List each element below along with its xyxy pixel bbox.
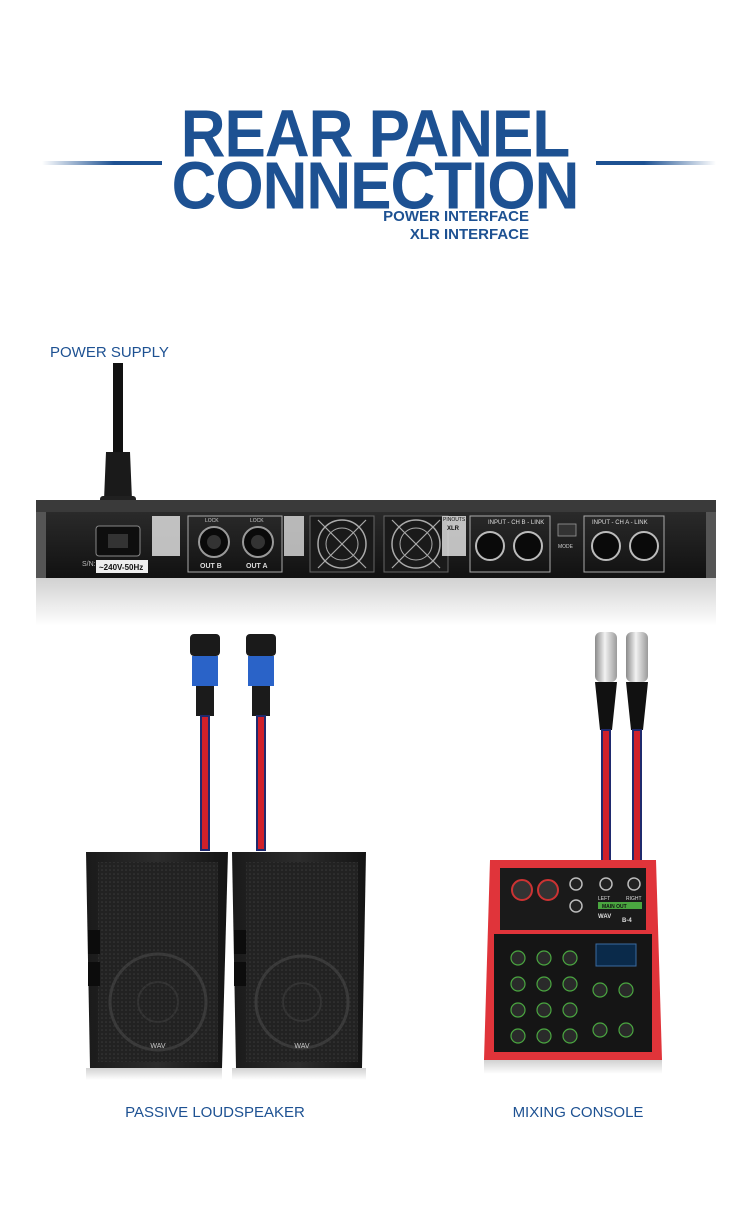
pinouts-label: PINOUTS	[443, 517, 466, 523]
mixing-console-label: MIXING CONSOLE	[512, 1104, 644, 1121]
mode-label: MODE	[558, 544, 574, 550]
console-knobs	[510, 950, 634, 1044]
xlr-input-ch-b: INPUT - CH B - LINK	[469, 515, 551, 573]
iec-power-inlet	[95, 525, 141, 557]
panel-reflection	[36, 578, 716, 626]
console-right-label: RIGHT	[626, 896, 642, 902]
xlr-label: XLR	[447, 526, 460, 532]
xlr-cable-2	[626, 632, 648, 867]
passive-loudspeaker-right: WAV	[232, 852, 366, 1080]
cooling-fan-2	[383, 515, 449, 573]
passive-loudspeaker-left: WAV	[86, 852, 228, 1080]
speaker-brand-right: WAV	[294, 1043, 309, 1050]
title-block: REAR PANEL CONNECTION POWER INTERFACE XL…	[0, 100, 750, 250]
title-rule-right	[596, 161, 716, 165]
speaker-brand-left: WAV	[150, 1043, 165, 1050]
passive-loudspeaker-label: PASSIVE LOUDSPEAKER	[125, 1104, 305, 1121]
xlr-cable-1	[595, 632, 617, 867]
speakon-output-b: OUT B LOCK	[187, 515, 283, 573]
input-ch-b-label: INPUT - CH B - LINK	[488, 520, 544, 526]
subtitle-xlr-interface: XLR INTERFACE	[409, 226, 529, 243]
title-rule-left	[42, 161, 162, 165]
mixing-console: LEFT RIGHT MAIN OUT B-4 WAV	[484, 860, 662, 1074]
voltage-label: ~240V-50Hz	[99, 563, 143, 572]
lock-label-b: LOCK	[205, 518, 219, 524]
console-model-label: B-4	[622, 918, 632, 924]
lock-label-a: LOCK	[250, 518, 264, 524]
input-ch-a-label: INPUT - CH A - LINK	[592, 520, 648, 526]
subtitle-power-interface: POWER INTERFACE	[383, 208, 529, 225]
speakon-cable-1	[190, 634, 220, 851]
cooling-fan-1	[309, 515, 375, 573]
speakon-cable-2	[246, 634, 276, 851]
page-title-line-2: CONNECTION	[171, 149, 580, 224]
amplifier-rear-panel: S/N: ~240V-50Hz OUT B LOCK OUT A LOCK	[36, 500, 716, 626]
sn-label: S/N:	[82, 561, 96, 568]
out-b-label: OUT B	[200, 563, 222, 570]
out-a-label: OUT A	[246, 563, 268, 570]
console-main-out-label: MAIN OUT	[602, 904, 627, 910]
console-brand-label: WAV	[598, 914, 611, 920]
speakon-output-a: OUT A LOCK	[242, 518, 274, 570]
page-title-line-1: REAR PANEL	[180, 97, 570, 172]
xlr-input-ch-a: INPUT - CH A - LINK	[583, 515, 665, 573]
power-supply-label: POWER SUPPLY	[50, 344, 169, 361]
mode-switch: MODE	[557, 523, 577, 550]
console-left-label: LEFT	[598, 896, 610, 902]
